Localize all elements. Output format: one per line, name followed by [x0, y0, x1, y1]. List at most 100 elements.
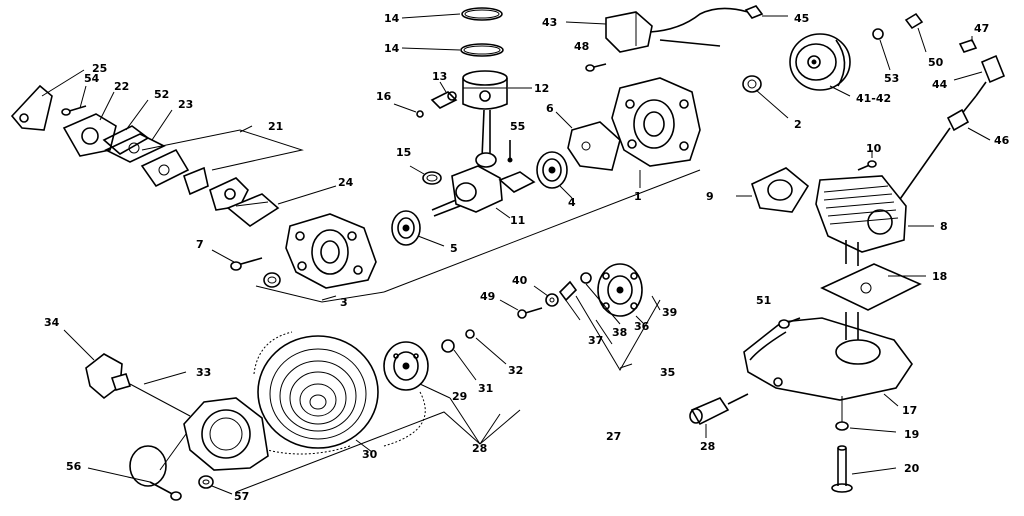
label-14-top: 14 — [384, 12, 400, 25]
cylinder-gasket — [751, 167, 810, 213]
wrist-pin-clip — [416, 110, 424, 118]
label-13: 13 — [432, 70, 447, 83]
label-19: 19 — [904, 428, 919, 441]
label-49: 49 — [480, 290, 495, 303]
label-54: 54 — [84, 72, 100, 85]
label-4: 4 — [568, 196, 576, 209]
cylinder-screw — [857, 160, 877, 171]
muffler-bolt — [831, 445, 853, 493]
label-28-left: 28 — [472, 442, 487, 455]
label-29: 29 — [452, 390, 467, 403]
label-36: 36 — [634, 320, 650, 333]
needle-bearing — [422, 171, 442, 185]
label-24: 24 — [338, 176, 354, 189]
spark-plug-boot — [975, 54, 1006, 97]
label-50: 50 — [928, 56, 944, 69]
label-39: 39 — [662, 306, 677, 319]
label-8: 8 — [940, 220, 948, 233]
label-44: 44 — [932, 78, 948, 91]
label-25: 25 — [92, 62, 107, 75]
label-38: 38 — [612, 326, 627, 339]
label-57: 57 — [234, 490, 249, 503]
oil-seal-right — [742, 75, 762, 93]
label-16: 16 — [376, 90, 392, 103]
label-28-right: 28 — [700, 440, 715, 453]
label-40: 40 — [512, 274, 528, 287]
label-7: 7 — [196, 238, 204, 251]
reed-valve-plate — [104, 133, 166, 163]
spark-plug — [958, 39, 978, 53]
label-11: 11 — [510, 214, 525, 227]
housing-washer — [198, 475, 214, 489]
intake-gasket — [140, 148, 190, 188]
label-12: 12 — [534, 82, 549, 95]
module-screw — [585, 63, 607, 72]
muffler-gasket — [820, 263, 922, 311]
intake-manifold — [209, 177, 249, 211]
label-37: 37 — [588, 334, 603, 347]
label-55: 55 — [510, 120, 525, 133]
pulley-washer — [441, 339, 455, 353]
label-17: 17 — [902, 404, 917, 417]
clutch-shoe — [580, 272, 592, 284]
wrist-pin — [430, 91, 458, 109]
label-23: 23 — [178, 98, 193, 111]
label-2: 2 — [794, 118, 802, 131]
crankshaft-connecting-rod — [431, 109, 536, 217]
label-30: 30 — [362, 448, 378, 461]
pulley-screw — [465, 329, 475, 339]
crankcase-right-half — [611, 77, 701, 167]
flywheel-nut — [904, 12, 924, 30]
label-6: 6 — [546, 102, 554, 115]
carburetor — [62, 113, 117, 157]
ignition-wire-connector — [946, 108, 970, 132]
crankcase-screw — [230, 257, 263, 271]
label-15: 15 — [396, 146, 411, 159]
label-45: 45 — [794, 12, 809, 25]
label-21: 21 — [268, 120, 283, 133]
spark-plug-terminal — [744, 5, 764, 19]
carb-screw — [61, 105, 87, 116]
label-43: 43 — [542, 16, 557, 29]
flywheel-washer — [872, 28, 884, 40]
intake-adapter — [226, 193, 280, 227]
label-32: 32 — [508, 364, 523, 377]
starter-housing — [183, 397, 269, 471]
rewind-spring — [257, 335, 379, 449]
label-10: 10 — [866, 142, 882, 155]
muffler-screw — [778, 317, 801, 329]
main-bearing-left — [391, 210, 421, 246]
piston-ring-bottom — [460, 43, 504, 57]
label-22: 22 — [114, 80, 129, 93]
label-47: 47 — [974, 22, 989, 35]
intake-block — [183, 166, 209, 196]
label-53: 53 — [884, 72, 899, 85]
main-bearing-right — [536, 151, 568, 189]
label-1: 1 — [634, 190, 642, 203]
clutch-washer — [545, 293, 559, 307]
clutch-spring — [558, 280, 578, 302]
heat-shield — [10, 84, 53, 131]
muffler-washer — [835, 421, 849, 431]
label-9: 9 — [706, 190, 714, 203]
label-51: 51 — [756, 294, 771, 307]
housing-screw — [149, 481, 182, 501]
label-52: 52 — [154, 88, 169, 101]
piston-ring-top — [461, 7, 503, 21]
starter-pulley — [383, 341, 429, 391]
muffler — [743, 312, 913, 401]
label-46: 46 — [994, 134, 1010, 147]
label-31: 31 — [478, 382, 493, 395]
clutch-screw — [517, 307, 543, 319]
piston — [462, 70, 508, 110]
label-14-bottom: 14 — [384, 42, 400, 55]
label-48: 48 — [574, 40, 589, 53]
label-27: 27 — [606, 430, 621, 443]
ignition-module — [605, 11, 653, 53]
crankcase-gasket — [567, 121, 621, 171]
cylinder — [815, 175, 907, 266]
label-34: 34 — [44, 316, 60, 329]
label-35: 35 — [660, 366, 675, 379]
clutch-assembly — [597, 263, 643, 317]
